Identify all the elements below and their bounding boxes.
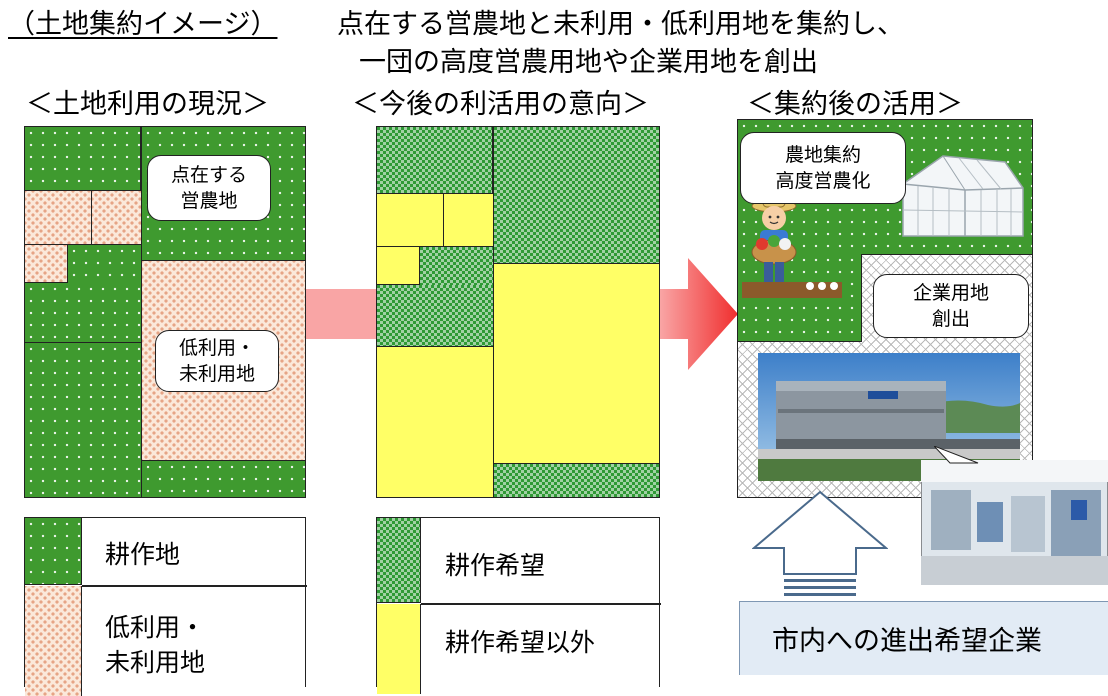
callout-company-land: 企業用地 創出 [873, 274, 1029, 338]
factory-interior-photo [921, 460, 1108, 585]
plot-farm [25, 343, 141, 497]
transition-arrow-icon [660, 258, 738, 370]
callout-scattered-farmland: 点在する 営農地 [147, 155, 271, 221]
current-panel-title: ＜土地利用の現況＞ [26, 89, 269, 120]
plot-other [494, 264, 659, 464]
header-line2: 一団の高度営農用地や企業用地を創出 [359, 47, 818, 78]
legend-farm-label: 耕作地 [105, 540, 181, 569]
plot-other [377, 194, 444, 247]
plot-farm-wish [494, 127, 659, 264]
plot-unused [25, 191, 92, 245]
plot-unused [25, 245, 68, 283]
legend-other-label: 耕作希望以外 [445, 628, 596, 657]
header-title: （土地集約イメージ） [8, 9, 278, 40]
legend-farm-swatch [25, 518, 82, 585]
plot-farm-wish [377, 127, 493, 194]
plot-farm [25, 283, 141, 343]
company-box: 市内への進出希望企業 [739, 601, 1108, 675]
plot-farm-wish [494, 464, 659, 497]
legend-farm-wish-swatch [377, 518, 421, 603]
callout-farmland-consolidation: 農地集約 高度営農化 [740, 132, 906, 204]
legend-intention: 耕作希望 耕作希望以外 [376, 517, 661, 694]
header-line1: 点在する営農地と未利用・低利用地を集約し、 [337, 9, 904, 40]
plot-farm [68, 245, 141, 283]
legend-unused-swatch [25, 586, 82, 696]
after-panel-title: ＜集約後の活用＞ [747, 89, 963, 120]
plot-farm-wish [377, 285, 493, 347]
photo-pointer [934, 446, 979, 464]
callout-unused-land: 低利用・ 未利用地 [155, 330, 279, 392]
legend-other-swatch [377, 604, 421, 694]
plot-farm [25, 127, 141, 191]
plot-farm [142, 461, 305, 497]
plot-other [444, 194, 493, 247]
plot-other [377, 247, 420, 285]
legend-farm-wish-label: 耕作希望 [445, 551, 546, 580]
company-box-label: 市内への進出希望企業 [772, 626, 1042, 657]
intention-panel-title: ＜今後の利活用の意向＞ [352, 89, 649, 120]
plot-unused [92, 191, 141, 245]
farmer-illustration [742, 195, 842, 298]
legend-unused-label-2: 未利用地 [105, 648, 206, 677]
transition-arrow-band [306, 289, 376, 339]
legend-unused-label: 低利用・ [105, 613, 206, 642]
plot-other [377, 347, 493, 497]
intention-land-map [376, 126, 660, 498]
up-arrow-icon [752, 490, 888, 596]
legend-current: 耕作地 低利用・ 未利用地 [24, 517, 307, 696]
greenhouse-illustration [902, 155, 1024, 237]
plot-farm-wish [420, 247, 493, 285]
